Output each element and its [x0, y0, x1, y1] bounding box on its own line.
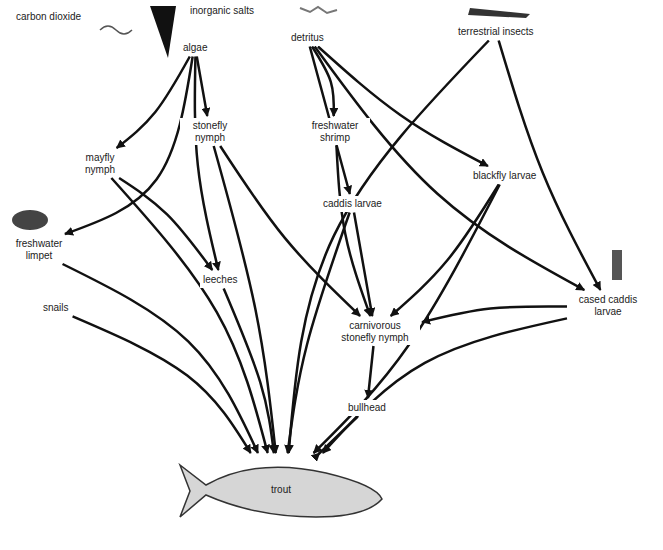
organism-node: snails — [40, 300, 72, 316]
organism-name: blackfly larvae — [473, 170, 536, 182]
feeding-arrow — [73, 316, 251, 453]
organism-node: freshwater limpet — [4, 236, 74, 263]
organism-name: carnivorous stonefly nymph — [333, 320, 417, 343]
feeding-arrow — [111, 178, 267, 453]
feeding-arrow — [119, 178, 212, 270]
organism-node: algae — [180, 40, 210, 56]
input-label: carbon dioxide — [14, 10, 83, 23]
feeding-arrow — [214, 146, 276, 453]
organism-name: algae — [183, 42, 207, 54]
organism-node: blackfly larvae — [470, 168, 539, 184]
feeding-arrow — [314, 185, 500, 454]
organism-name: leeches — [203, 274, 237, 286]
organism-node: cased caddis larvae — [568, 292, 648, 319]
organism-node: mayfly nymph — [70, 150, 130, 177]
feeding-arrow — [65, 57, 193, 235]
organism-name: snails — [43, 302, 69, 314]
limpet-sketch — [12, 210, 48, 230]
feeding-arrow — [224, 289, 274, 454]
feeding-arrow — [318, 47, 488, 167]
feeding-arrow — [197, 57, 207, 117]
caddis-case-sketch — [612, 250, 622, 280]
detritus-sketch — [300, 7, 337, 13]
organism-node: detritus — [288, 30, 327, 46]
organism-name: trout — [271, 484, 291, 496]
insect-sketch — [468, 8, 530, 18]
feeding-arrow — [323, 318, 567, 453]
feeding-arrow — [354, 213, 372, 317]
input-label: inorganic salts — [188, 4, 256, 17]
feeding-arrow — [117, 57, 190, 149]
feeding-arrow — [195, 57, 218, 271]
organism-node: bullhead — [345, 400, 389, 416]
organism-name: mayfly nymph — [73, 152, 127, 175]
organism-name: terrestrial insects — [458, 26, 534, 38]
organism-node: leeches — [200, 272, 240, 288]
organism-node: caddis larvae — [320, 196, 385, 212]
organism-name: stonefly nymph — [183, 120, 237, 143]
fish-node: trout — [176, 455, 386, 525]
feeding-arrow — [422, 306, 567, 322]
feeding-arrow — [336, 146, 370, 316]
feeding-arrow — [391, 185, 499, 317]
organism-node: carnivorous stonefly nymph — [330, 318, 420, 345]
organism-name: caddis larvae — [323, 198, 382, 210]
organism-node: terrestrial insects — [455, 24, 537, 40]
organism-name: freshwater limpet — [7, 238, 71, 261]
producer-wedge — [150, 6, 176, 58]
organism-name: bullhead — [348, 402, 386, 414]
feeding-arrow — [319, 417, 358, 454]
feeding-arrow — [63, 264, 258, 453]
organism-node: stonefly nymph — [180, 118, 240, 145]
feeding-arrow — [499, 41, 601, 291]
organism-name: freshwater shrimp — [303, 120, 367, 143]
organism-name: detritus — [291, 32, 324, 44]
algae-strand — [100, 26, 132, 34]
organism-node: freshwater shrimp — [300, 118, 370, 145]
feeding-arrow — [368, 346, 374, 398]
organism-name: cased caddis larvae — [571, 294, 645, 317]
